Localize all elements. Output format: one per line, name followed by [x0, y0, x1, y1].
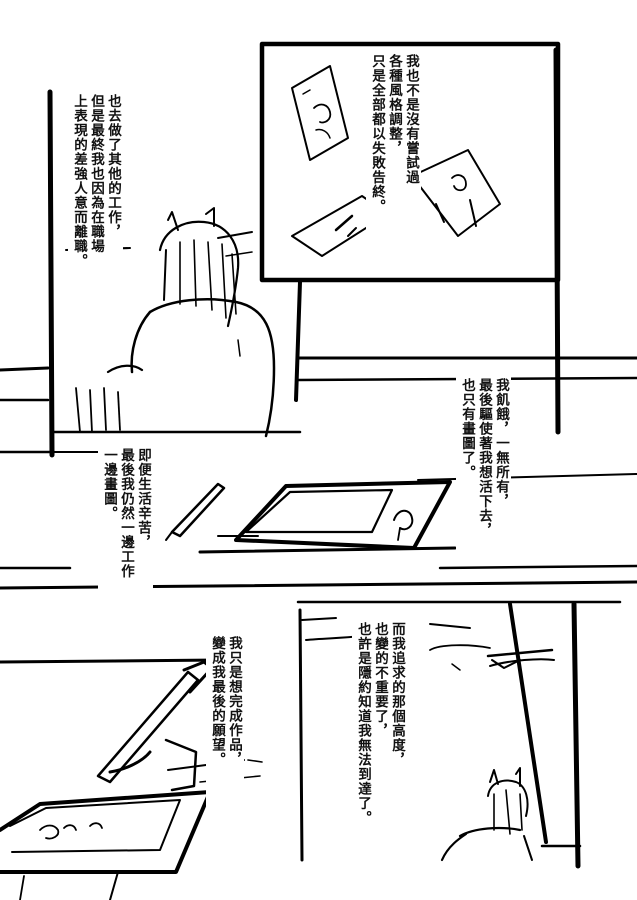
- caption-line: 即便生活辛苦，: [135, 448, 151, 550]
- caption-line: 我飢餓，一無所有，: [493, 378, 509, 509]
- caption-line: 各種風格調整，: [386, 54, 402, 156]
- caption-line: 最後驅使著我想活下去，: [476, 378, 492, 538]
- caption-p2-right: 我飢餓，一無所有， 最後驅使著我想活下去， 也只有畫圖了。: [456, 376, 511, 560]
- caption-p2-left: 即便生活辛苦， 最後我仍然一邊工作 一邊畫圖。: [98, 446, 153, 600]
- caption-line: 一邊畫圖。: [101, 448, 117, 521]
- caption-line: 但是最終我也因為在職場: [88, 94, 104, 254]
- caption-p1-inset: 我也不是沒有嘗試過 各種風格調整， 只是全部都以失敗告終。: [366, 52, 421, 236]
- caption-line: 最後我仍然一邊工作: [118, 448, 134, 579]
- caption-line: 也去做了其他的工作，: [105, 94, 121, 239]
- caption-line: 而我追求的那個高度，: [389, 622, 405, 767]
- caption-line: 只是全部都以失敗告終。: [369, 54, 385, 214]
- caption-line: 變成我最後的願望。: [209, 636, 225, 767]
- caption-p3-right: 而我追求的那個高度， 也變的不重要了， 也許是隱約知道我無法到達了。: [352, 620, 407, 854]
- caption-p3-left: 我只是想完成作品， 變成我最後的願望。: [206, 634, 244, 818]
- caption-line: 上表現的差強人意而離職。: [71, 94, 87, 268]
- caption-line: 我只是想完成作品，: [226, 636, 242, 767]
- caption-line: 我也不是沒有嘗試過: [403, 54, 419, 185]
- caption-p1-left: 也去做了其他的工作， 但是最終我也因為在職場 上表現的差強人意而離職。: [68, 92, 123, 306]
- caption-line: 也許是隱約知道我無法到達了。: [355, 622, 371, 825]
- caption-line: 也變的不重要了，: [372, 622, 388, 738]
- caption-line: 也只有畫圖了。: [459, 378, 475, 480]
